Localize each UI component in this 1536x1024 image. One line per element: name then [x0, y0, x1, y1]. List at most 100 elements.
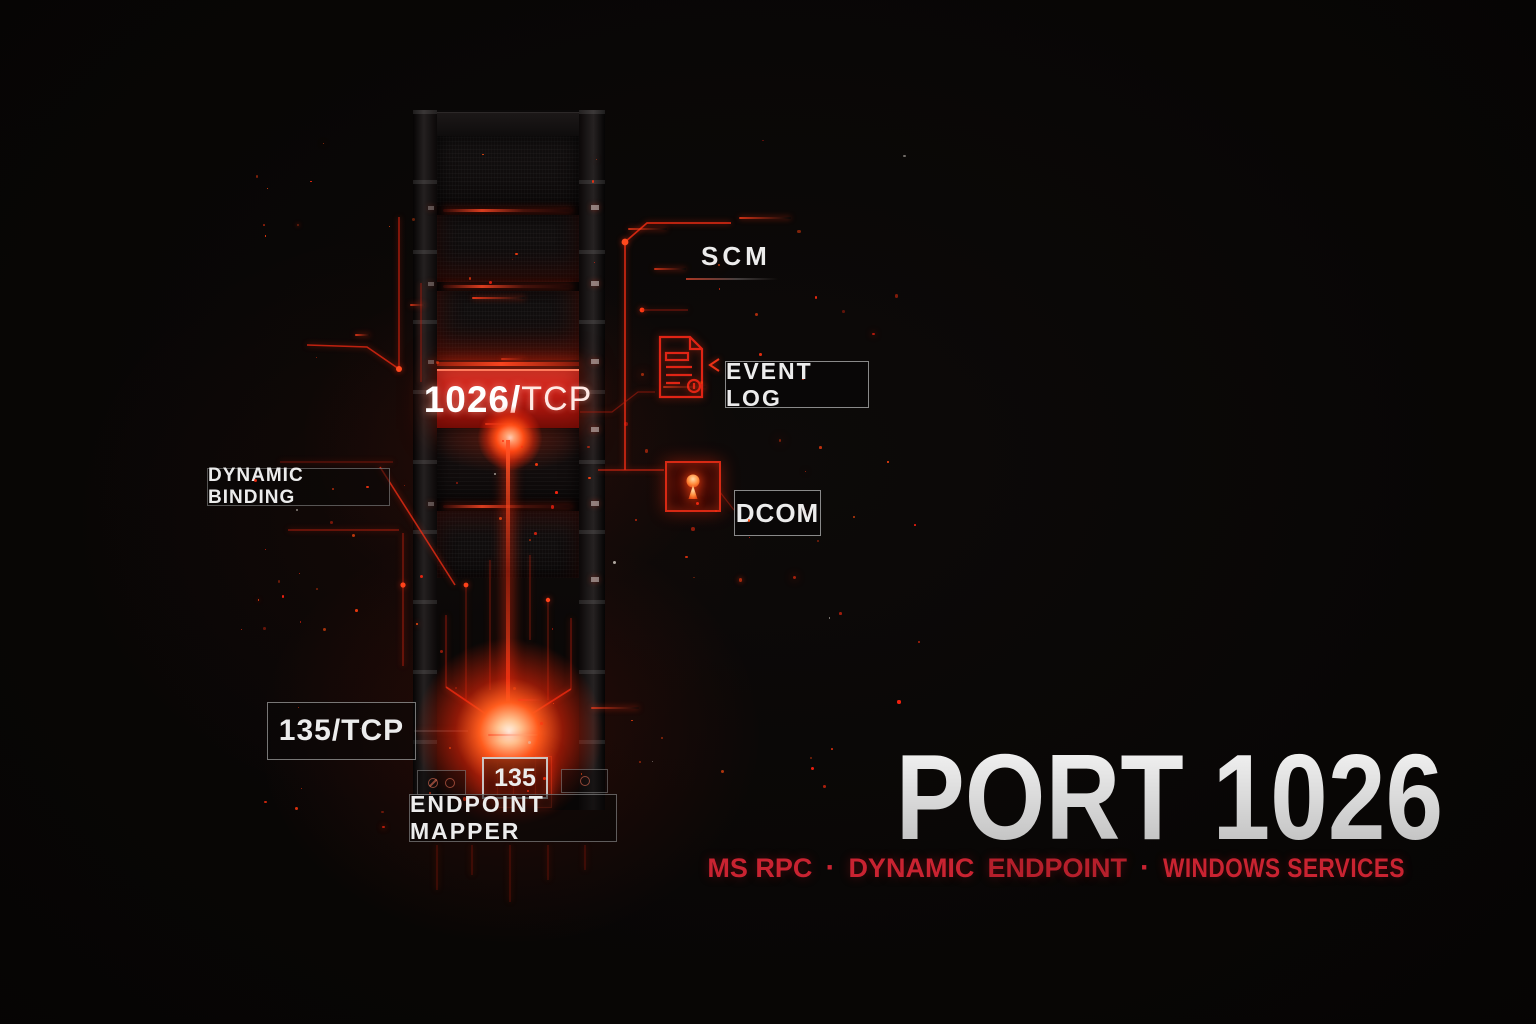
- light-streak: [663, 386, 707, 389]
- spark-particle: [355, 608, 358, 612]
- laser-beam: [506, 440, 510, 732]
- spark-particle: [295, 508, 298, 512]
- keyhole-icon: [665, 461, 721, 512]
- light-streak: [354, 334, 371, 337]
- spark-particle: [428, 791, 432, 795]
- spark-particle: [448, 747, 451, 750]
- spark-particle: [540, 721, 544, 725]
- spark-particle: [831, 748, 833, 750]
- spark-particle: [255, 175, 259, 178]
- bay-separator: [437, 282, 579, 291]
- spark-particle: [914, 524, 916, 526]
- light-streak: [487, 734, 538, 737]
- spark-particle: [489, 281, 493, 285]
- spark-particle: [310, 180, 312, 182]
- subtitle-dynamic: DYNAMIC: [848, 853, 975, 883]
- spark-particle: [721, 769, 725, 773]
- spark-particle: [897, 700, 901, 704]
- light-streak: [518, 699, 544, 702]
- spark-particle: [894, 294, 899, 298]
- tower-left-rail: [413, 110, 437, 810]
- light-streak: [472, 296, 526, 299]
- spark-particle: [404, 484, 406, 486]
- spark-particle: [699, 380, 704, 385]
- spark-particle: [412, 217, 416, 221]
- spark-particle: [685, 555, 688, 559]
- spark-particle: [366, 485, 369, 489]
- light-streak: [484, 423, 513, 426]
- spark-particle: [512, 686, 516, 690]
- spark-particle: [264, 800, 267, 804]
- light-streak: [591, 706, 640, 709]
- indicator-icon: [445, 777, 455, 788]
- deco-indicator-box: [561, 769, 608, 793]
- spark-particle: [747, 519, 751, 523]
- port-135-tcp-label: 135/TCP: [267, 702, 416, 760]
- spark-particle: [555, 491, 558, 494]
- spark-particle: [587, 446, 590, 449]
- spark-particle: [588, 476, 591, 480]
- spark-particle: [661, 737, 664, 740]
- spark-particle: [823, 785, 827, 789]
- spark-particle: [262, 626, 266, 630]
- spark-particle: [527, 790, 529, 792]
- spark-particle: [281, 595, 285, 599]
- spark-particle: [551, 628, 554, 630]
- spark-particle: [852, 515, 855, 519]
- spark-particle: [887, 461, 889, 463]
- spark-particle: [842, 309, 846, 313]
- subtitle-ms-rpc: MS RPC: [707, 853, 813, 883]
- spark-particle: [595, 158, 598, 161]
- spark-particle: [758, 353, 762, 356]
- spark-particle: [381, 810, 384, 813]
- indicator-icon: [428, 777, 438, 788]
- light-streak: [653, 268, 686, 271]
- server-bay: [437, 136, 579, 206]
- spark-particle: [241, 628, 243, 630]
- dynamic-binding-label: DYNAMIC BINDING: [207, 465, 390, 508]
- spark-particle: [828, 617, 831, 619]
- spark-particle: [462, 797, 467, 801]
- spark-particle: [298, 572, 301, 575]
- spark-particle: [416, 623, 419, 625]
- spark-particle: [797, 229, 801, 234]
- spark-particle: [810, 766, 815, 770]
- spark-particle: [552, 702, 554, 705]
- spark-particle: [297, 223, 300, 226]
- endpoint-mapper-label: ENDPOINT MAPPER: [409, 791, 617, 844]
- spark-particle: [817, 540, 820, 543]
- port-1026-protocol: TCP: [521, 380, 593, 418]
- spark-particle: [265, 548, 267, 550]
- spark-particle: [749, 536, 751, 538]
- spark-particle: [543, 776, 546, 780]
- spark-particle: [802, 378, 804, 381]
- spark-particle: [695, 501, 700, 506]
- spark-particle: [253, 478, 258, 483]
- spark-particle: [520, 445, 524, 449]
- scm-underline: [686, 278, 778, 280]
- spark-particle: [298, 706, 300, 709]
- spark-particle: [330, 520, 334, 524]
- spark-particle: [331, 488, 334, 490]
- spark-particle: [388, 225, 390, 228]
- spark-particle: [917, 640, 921, 644]
- spark-particle: [550, 505, 555, 509]
- spark-particle: [439, 649, 443, 653]
- spark-particle: [529, 539, 532, 541]
- spark-particle: [382, 825, 385, 828]
- spark-particle: [778, 439, 782, 442]
- document-icon: [658, 335, 704, 399]
- spark-particle: [613, 560, 617, 565]
- spark-particle: [359, 728, 362, 730]
- spark-particle: [738, 578, 743, 582]
- dcom-label: DCOM: [734, 490, 821, 536]
- spark-particle: [591, 179, 595, 183]
- spark-particle: [263, 223, 266, 226]
- spark-particle: [693, 576, 695, 578]
- spark-particle: [502, 439, 505, 442]
- spark-particle: [793, 575, 797, 579]
- spark-particle: [323, 142, 325, 144]
- spark-particle: [903, 154, 907, 158]
- light-streak: [627, 228, 667, 231]
